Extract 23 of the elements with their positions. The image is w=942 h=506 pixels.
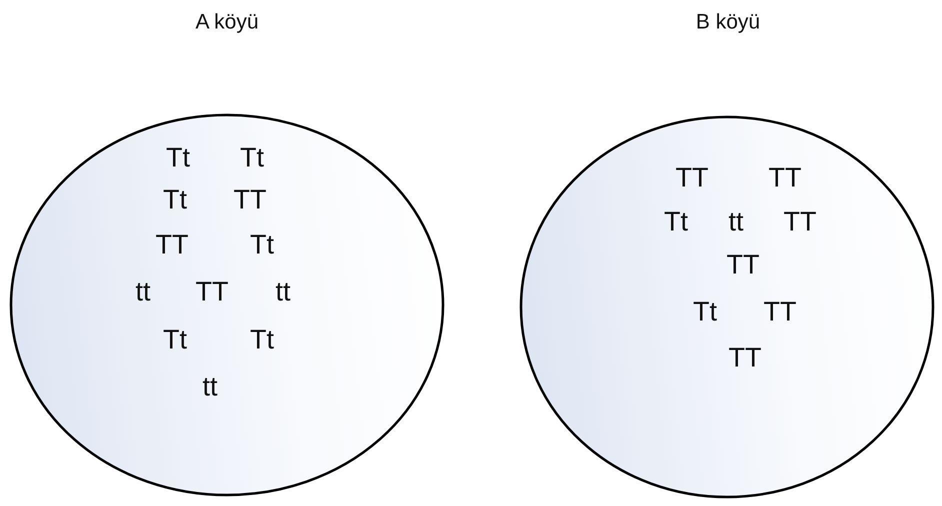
genotype-label: TT (676, 164, 708, 192)
genotype-label: TT (768, 164, 802, 192)
genotype-label: TT (728, 344, 762, 372)
genotype-label: TT (784, 208, 816, 236)
genotype-label: TT (726, 252, 760, 278)
genotype-label: Tt (163, 186, 187, 214)
genotype-label: Tt (163, 326, 187, 354)
genotype-label: tt (202, 374, 218, 400)
genotype-label: tt (136, 278, 150, 306)
genotype-label: tt (728, 208, 744, 236)
village-title: B köyü (696, 12, 760, 32)
genotype-label: TT (196, 278, 228, 306)
genotype-label: Tt (250, 232, 274, 258)
village-title: A köyü (195, 12, 259, 32)
genotype-label: Tt (664, 208, 688, 236)
genotype-label: Tt (693, 298, 717, 326)
genotype-label: TT (156, 232, 188, 258)
genotype-label: Tt (166, 144, 190, 172)
genotype-label: tt (276, 278, 290, 306)
genotype-label: TT (234, 186, 266, 214)
genotype-label: Tt (240, 144, 264, 172)
genotype-label: Tt (250, 326, 274, 354)
genotype-label: TT (764, 298, 796, 326)
